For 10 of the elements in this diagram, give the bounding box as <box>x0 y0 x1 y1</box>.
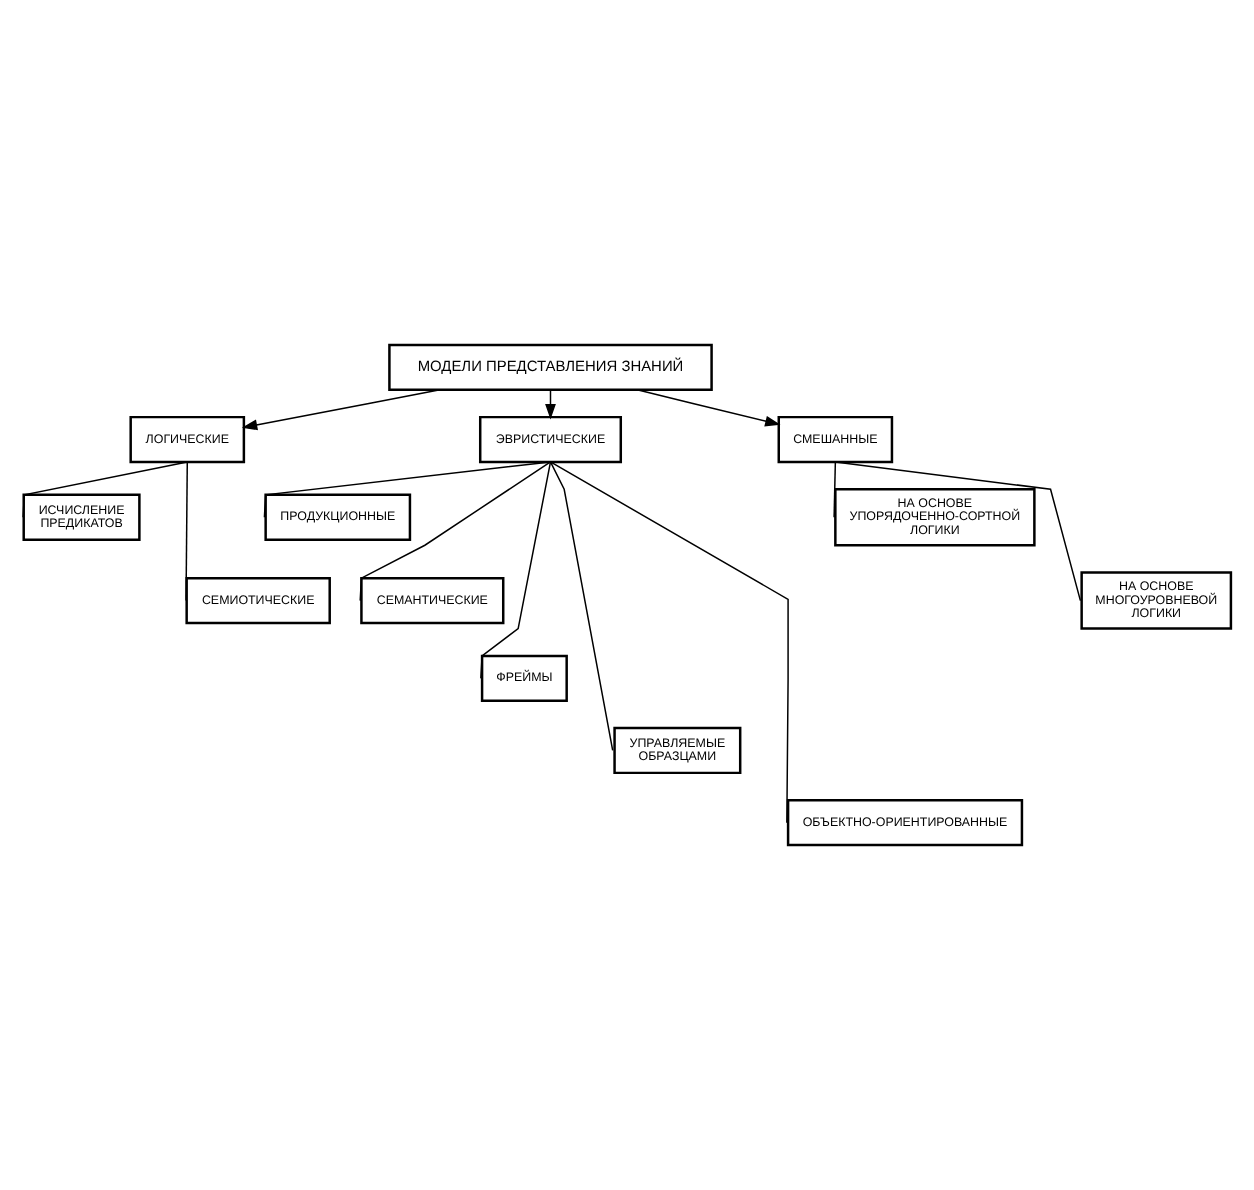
arrow <box>636 389 781 427</box>
arrow <box>241 389 441 431</box>
connector <box>22 461 189 518</box>
connector <box>185 461 189 602</box>
connector <box>480 461 552 680</box>
connector <box>549 461 614 752</box>
connector <box>549 461 789 824</box>
connector <box>263 461 552 518</box>
connector <box>359 461 552 602</box>
connector <box>833 461 837 518</box>
